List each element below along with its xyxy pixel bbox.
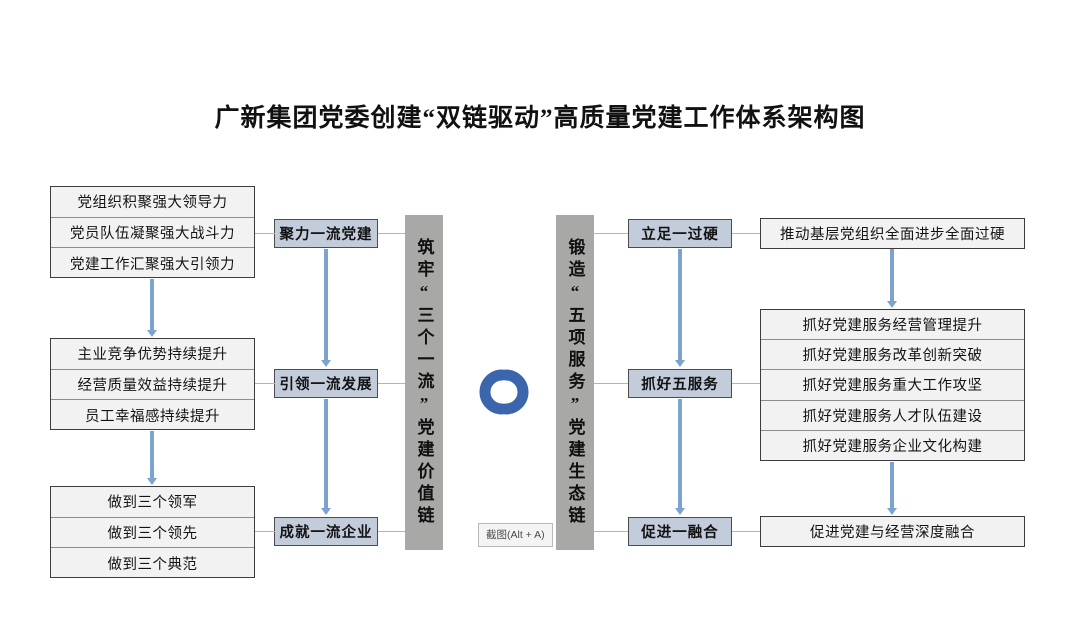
connector-pillar-right-2 <box>678 399 682 509</box>
pillar-enterprise[interactable]: 成就一流企业 <box>274 517 378 546</box>
list-item: 做到三个领军 <box>51 487 254 518</box>
connector-pillar-left-2 <box>324 399 328 509</box>
connector-left-1 <box>150 279 154 331</box>
list-item: 主业竞争优势持续提升 <box>51 339 254 370</box>
list-item: 抓好党建服务经营管理提升 <box>761 310 1024 341</box>
screenshot-tooltip[interactable]: 截图(Alt + A) <box>478 523 553 547</box>
list-item: 党员队伍凝聚强大战斗力 <box>51 218 254 249</box>
value-chain: 筑牢“三个一流”党建价值链 <box>405 215 443 550</box>
pillar-party-building[interactable]: 聚力一流党建 <box>274 219 378 248</box>
link-pillar-group-1 <box>732 233 760 235</box>
leadership-group: 党组织积聚强大领导力 党员队伍凝聚强大战斗力 党建工作汇聚强大引领力 <box>50 186 255 278</box>
pillar-integration[interactable]: 促进一融合 <box>628 517 732 546</box>
list-item: 做到三个典范 <box>107 556 198 573</box>
chain-link-logo <box>462 363 546 421</box>
link-pillar-chain-2 <box>378 383 405 385</box>
ecology-chain: 锻造“五项服务”党建生态链 <box>556 215 594 550</box>
link-pillar-chain-3 <box>378 531 405 533</box>
list-item: 促进党建与经营深度融合 <box>810 525 975 541</box>
value-chain-label: 筑牢“三个一流”党建价值链 <box>414 237 434 528</box>
pillar-excellence[interactable]: 立足一过硬 <box>628 219 732 248</box>
list-item: 党建工作汇聚强大引领力 <box>70 256 235 273</box>
pillar-development[interactable]: 引领一流发展 <box>274 369 378 398</box>
connector-right-2 <box>890 462 894 509</box>
connector-left-2 <box>150 431 154 479</box>
list-item: 推动基层党组织全面进步全面过硬 <box>780 227 1005 243</box>
improvement-group: 主业竞争优势持续提升 经营质量效益持续提升 员工幸福感持续提升 <box>50 338 255 430</box>
pillar-five-services[interactable]: 抓好五服务 <box>628 369 732 398</box>
link-pillar-group-2 <box>732 383 760 385</box>
link-group-pillar-3 <box>255 531 275 533</box>
connector-right-1 <box>890 249 894 302</box>
list-item: 抓好党建服务重大工作攻坚 <box>761 370 1024 401</box>
link-chain-pillar-1 <box>594 233 628 235</box>
link-group-pillar-2 <box>255 383 275 385</box>
link-pillar-chain-1 <box>378 233 405 235</box>
standards-group: 做到三个领军 做到三个领先 做到三个典范 <box>50 486 255 578</box>
grassroots-group: 推动基层党组织全面进步全面过硬 <box>760 218 1025 249</box>
list-item: 员工幸福感持续提升 <box>85 408 220 425</box>
connector-pillar-left-1 <box>324 249 328 361</box>
list-item: 抓好党建服务人才队伍建设 <box>761 401 1024 431</box>
list-item: 党组织积聚强大领导力 <box>51 187 254 218</box>
link-chain-pillar-3 <box>594 531 628 533</box>
link-pillar-group-3 <box>732 531 760 533</box>
services-group: 抓好党建服务经营管理提升 抓好党建服务改革创新突破 抓好党建服务重大工作攻坚 抓… <box>760 309 1025 461</box>
list-item: 抓好党建服务企业文化构建 <box>802 439 983 456</box>
list-item: 抓好党建服务改革创新突破 <box>761 340 1024 371</box>
ecology-chain-label: 锻造“五项服务”党建生态链 <box>565 237 585 528</box>
link-group-pillar-1 <box>255 233 275 235</box>
list-item: 经营质量效益持续提升 <box>51 370 254 401</box>
integration-group: 促进党建与经营深度融合 <box>760 516 1025 547</box>
list-item: 做到三个领先 <box>51 518 254 549</box>
connector-pillar-right-1 <box>678 249 682 361</box>
page-title: 广新集团党委创建“双链驱动”高质量党建工作体系架构图 <box>214 105 866 132</box>
link-chain-pillar-2 <box>594 383 628 385</box>
